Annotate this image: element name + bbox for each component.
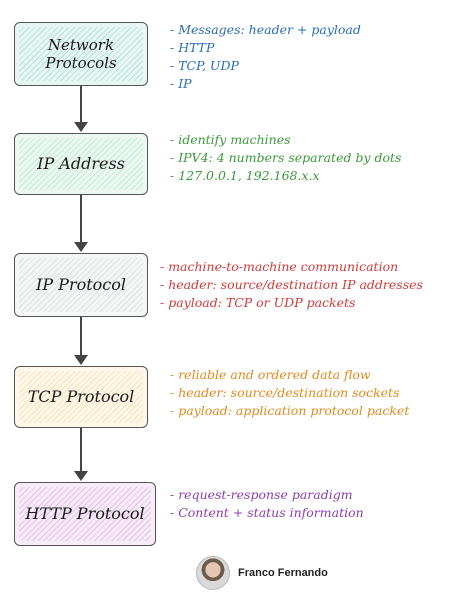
note-item: - HTTP	[170, 40, 215, 55]
node-notes-5: - request-response paradigm - Content + s…	[170, 486, 364, 522]
note-item: - Messages: header + payload	[170, 22, 361, 37]
note-item: - machine-to-machine communication	[160, 259, 399, 274]
node-label-line: Protocols	[45, 54, 117, 72]
author-name: Franco Fernando	[238, 567, 328, 579]
note-item: - header: source/destination IP addresse…	[160, 277, 423, 292]
node-label: HTTP Protocol	[25, 504, 144, 523]
note-item: - Content + status information	[170, 505, 364, 520]
node-label-line: IP Address	[37, 154, 125, 174]
avatar	[196, 556, 230, 590]
node-notes-4: - reliable and ordered data flow - header…	[170, 366, 409, 420]
node-label: TCP Protocol	[28, 387, 135, 406]
flow-arrow-line	[80, 86, 82, 123]
note-item: - payload: TCP or UDP packets	[160, 295, 356, 310]
node-hatch	[19, 371, 143, 423]
node-label: IP Protocol	[36, 275, 126, 294]
node-box-3: IP Protocol	[14, 253, 148, 317]
node-hatch	[19, 258, 143, 312]
node-notes-3: - machine-to-machine communication - head…	[160, 258, 423, 312]
node-label-line: TCP Protocol	[27, 387, 135, 407]
flow-arrow-head	[74, 122, 88, 132]
node-notes-2: - identify machines - IPV4: 4 numbers sep…	[170, 131, 401, 185]
node-label: IP Address	[37, 154, 125, 173]
flow-arrow-head	[74, 355, 88, 365]
node-hatch	[19, 487, 151, 541]
note-item: - IPV4: 4 numbers separated by dots	[170, 150, 402, 165]
note-item: - 127.0.0.1, 192.168.x.x	[170, 168, 320, 183]
note-item: - reliable and ordered data flow	[170, 367, 371, 382]
author-credit: Franco Fernando	[196, 556, 328, 590]
node-hatch	[19, 27, 143, 81]
note-item: - identify machines	[170, 132, 291, 147]
flow-arrow-head	[74, 242, 88, 252]
note-item: - header: source/destination sockets	[170, 385, 400, 400]
flow-arrow-head	[74, 471, 88, 481]
node-box-4: TCP Protocol	[14, 366, 148, 428]
note-item: - payload: application protocol packet	[170, 403, 410, 418]
node-notes-1: - Messages: header + payload - HTTP - TCP,…	[170, 21, 361, 93]
node-box-2: IP Address	[14, 133, 148, 195]
flow-arrow-line	[80, 428, 82, 472]
flow-arrow-line	[80, 317, 82, 356]
node-label-line: IP Protocol	[36, 275, 126, 295]
note-item: - IP	[170, 76, 192, 91]
note-item: - TCP, UDP	[170, 58, 239, 73]
node-box-5: HTTP Protocol	[14, 482, 156, 546]
node-label-line: HTTP Protocol	[25, 504, 145, 524]
node-label-line: Network	[47, 36, 115, 54]
flow-arrow-line	[80, 195, 82, 243]
node-hatch	[19, 138, 143, 190]
note-item: - request-response paradigm	[170, 487, 353, 502]
